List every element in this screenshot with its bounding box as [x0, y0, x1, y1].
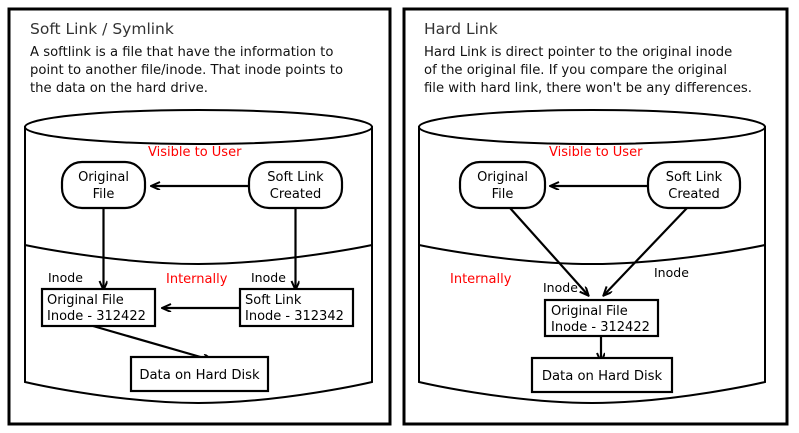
panel-description-line-1-right: Hard Link is direct pointer to the origi…: [424, 45, 732, 60]
label-visible-to-user-right: Visible to User: [549, 145, 643, 160]
node-original-file-right: Original File: [458, 160, 547, 210]
arrow-original-to-inode-right: [509, 207, 588, 295]
node-original-file-right-shape: [458, 160, 547, 210]
inode-box-soft-link-line-1: Soft Link: [245, 293, 302, 308]
node-soft-link-created: Soft Link Created: [247, 160, 344, 210]
label-inode-right-right: Inode: [654, 265, 689, 280]
inode-box-soft-link: Soft Link Inode - 312342: [238, 287, 355, 328]
inode-box-original-file: Original File Inode - 312422: [40, 287, 157, 328]
inode-box-original-file-right-line-1: Original File: [551, 304, 628, 319]
panel-description-line-3: the data on the hard drive.: [30, 81, 208, 96]
cylinder-mid-divider: [24, 244, 373, 266]
inode-box-original-file-right-line-2: Inode - 312422: [551, 320, 650, 335]
label-internally-right: Internally: [450, 272, 512, 287]
node-original-file-right-line-1: Original: [477, 170, 528, 185]
node-soft-link-created-line-1: Soft Link: [267, 170, 324, 185]
inode-box-original-file-right: Original File Inode - 312422: [543, 298, 660, 338]
panel-description-line-2-right: of the original file. If you compare the…: [424, 63, 727, 78]
data-box-hard-disk-shape: [129, 355, 270, 393]
node-link-created-right: Soft Link Created: [646, 160, 742, 210]
label-internally: Internally: [166, 272, 228, 287]
label-inode-right: Inode: [251, 270, 286, 285]
label-inode-left: Inode: [48, 270, 83, 285]
arrow-original-inode-to-data: [92, 324, 211, 360]
inode-box-original-file-line-1: Original File: [47, 293, 124, 308]
node-original-file-right-line-2: File: [492, 187, 514, 202]
cylinder-top-ellipse-right: [418, 109, 766, 145]
inode-box-original-file-right-shape: [543, 298, 660, 338]
node-original-file-line-1: Original: [78, 170, 129, 185]
inode-box-soft-link-shape: [238, 287, 355, 328]
panel-description-line-3-right: file with hard link, there won't be any …: [424, 81, 752, 96]
inode-box-soft-link-line-2: Inode - 312342: [245, 309, 344, 324]
panel-hard-link: Hard Link Hard Link is direct pointer to…: [402, 7, 789, 426]
panel-title-soft-link: Soft Link / Symlink: [30, 20, 174, 38]
node-soft-link-created-line-2: Created: [270, 187, 321, 202]
cylinder-mid-divider-right: [418, 244, 766, 266]
panel-title-hard-link: Hard Link: [424, 20, 498, 38]
data-box-hard-disk-right: Data on Hard Disk: [530, 356, 674, 394]
data-box-hard-disk-right-shape: [530, 356, 674, 394]
node-original-file: Original File: [60, 160, 147, 210]
node-link-created-right-line-2: Created: [668, 187, 719, 202]
inode-box-original-file-line-2: Inode - 312422: [47, 309, 146, 324]
node-original-file-line-2: File: [93, 187, 115, 202]
inode-box-original-file-shape: [40, 287, 157, 328]
label-inode-left-right: Inode: [543, 280, 578, 295]
arrow-link-to-inode-right: [604, 207, 688, 295]
data-box-hard-disk-label: Data on Hard Disk: [139, 368, 260, 383]
data-box-hard-disk: Data on Hard Disk: [129, 355, 270, 393]
data-box-hard-disk-right-label: Data on Hard Disk: [542, 369, 663, 384]
cylinder-top-ellipse: [24, 109, 373, 145]
label-visible-to-user: Visible to User: [148, 145, 242, 160]
panel-description-line-1: A softlink is a file that have the infor…: [30, 45, 333, 60]
panel-description-line-2: point to another file/inode. That inode …: [30, 63, 343, 78]
node-link-created-right-line-1: Soft Link: [666, 170, 723, 185]
panel-soft-link: Soft Link / Symlink A softlink is a file…: [7, 7, 392, 426]
